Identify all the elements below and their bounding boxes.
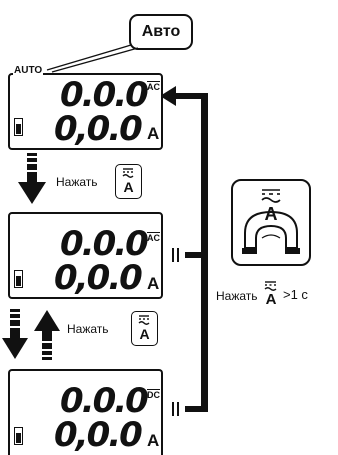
lcd-screen-auto: AUTO 0.0.0 AC 0,0.0 A xyxy=(8,66,163,150)
long-press-loop-arrow xyxy=(160,86,208,416)
lcd-screen-ac: 0.0.0 AC 0,0.0 A xyxy=(8,212,163,299)
lcd-top-digits: 0.0.0 xyxy=(60,381,149,421)
long-press-button-symbol: A xyxy=(261,280,281,310)
ac-mode-indicator: AC xyxy=(147,233,160,243)
unit-amp-label: A xyxy=(147,274,160,293)
up-arrow-icon xyxy=(34,310,60,360)
button-letter: A xyxy=(265,291,277,308)
button-letter: A xyxy=(123,179,134,195)
dc-ac-button-icon: A xyxy=(115,164,142,199)
down-arrow-icon xyxy=(18,153,46,204)
step-press-label: Нажать xyxy=(67,322,109,336)
lcd-bottom-digits: 0,0.0 xyxy=(54,258,143,298)
battery-icon xyxy=(14,118,23,136)
long-press-duration: >1 с xyxy=(283,287,308,302)
button-letter: A xyxy=(139,326,150,342)
unit-amp-label: A xyxy=(147,124,160,143)
auto-callout-text: Авто xyxy=(141,23,181,40)
lcd-top-digits: 0.0.0 xyxy=(60,224,149,264)
battery-icon xyxy=(14,427,23,445)
ac-mode-indicator: AC xyxy=(147,82,160,92)
lcd-bottom-digits: 0,0.0 xyxy=(54,415,143,455)
step-press-label: Нажать xyxy=(56,175,98,189)
auto-mode-label: AUTO xyxy=(13,65,44,76)
dc-mode-indicator: DC xyxy=(147,390,160,400)
callout-pointer-line xyxy=(46,44,132,71)
long-press-label: Нажать xyxy=(216,289,258,303)
lcd-screen-dc: 0.0.0 DC 0,0.0 A xyxy=(8,369,163,455)
dc-ac-button-icon: A xyxy=(131,311,158,346)
battery-icon xyxy=(14,270,23,288)
auto-callout: Авто xyxy=(129,14,193,50)
callout-pointer-line xyxy=(51,47,139,73)
lcd-bottom-digits: 0,0.0 xyxy=(54,109,143,149)
device-button-label: A xyxy=(264,204,278,224)
down-arrow-icon xyxy=(2,309,28,359)
unit-amp-label: A xyxy=(147,431,160,450)
lcd-top-digits: 0.0.0 xyxy=(60,75,149,115)
